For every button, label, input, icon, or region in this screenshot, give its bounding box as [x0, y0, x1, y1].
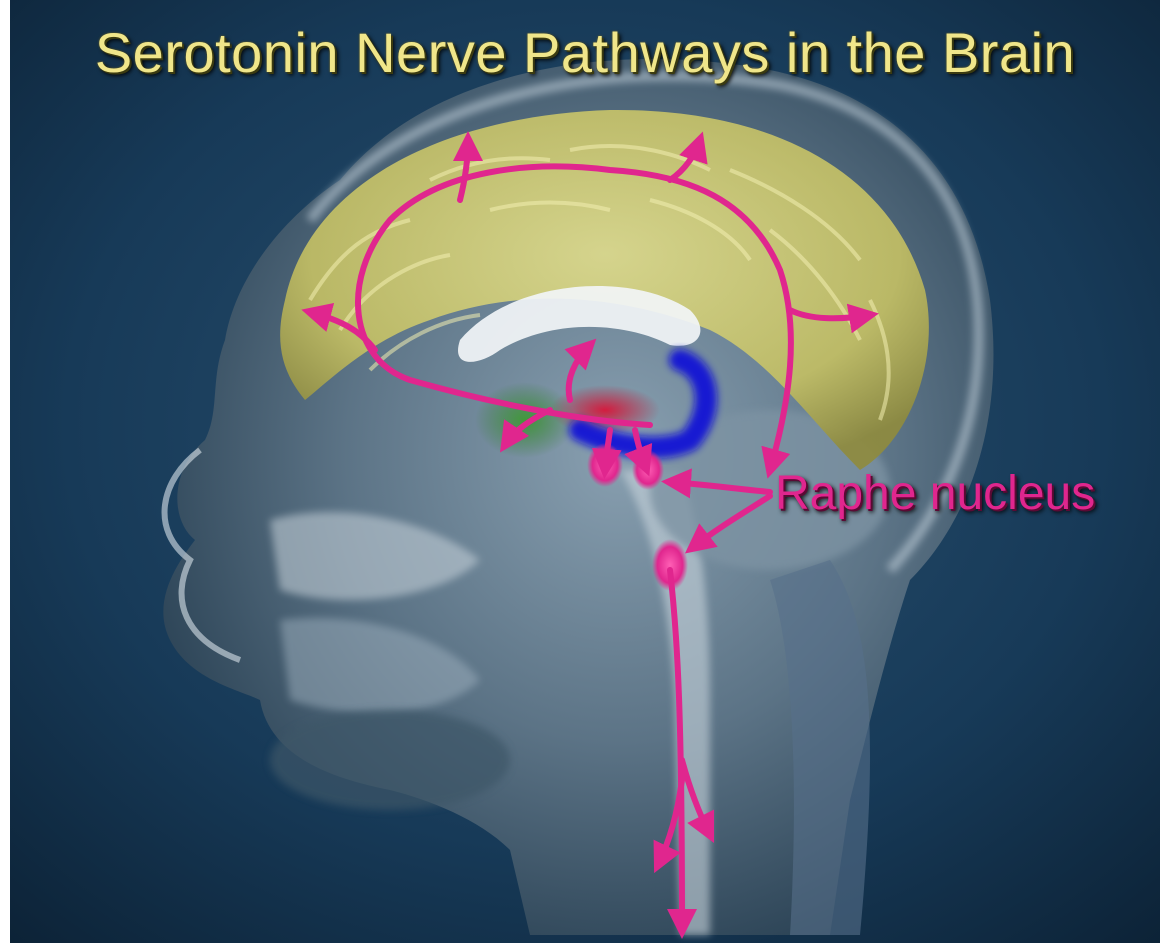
diagram-canvas: Serotonin Nerve Pathways in the Brain Ra… — [10, 0, 1160, 943]
raphe-nucleus-label: Raphe nucleus — [775, 466, 1095, 521]
diagram-title: Serotonin Nerve Pathways in the Brain — [10, 20, 1160, 85]
